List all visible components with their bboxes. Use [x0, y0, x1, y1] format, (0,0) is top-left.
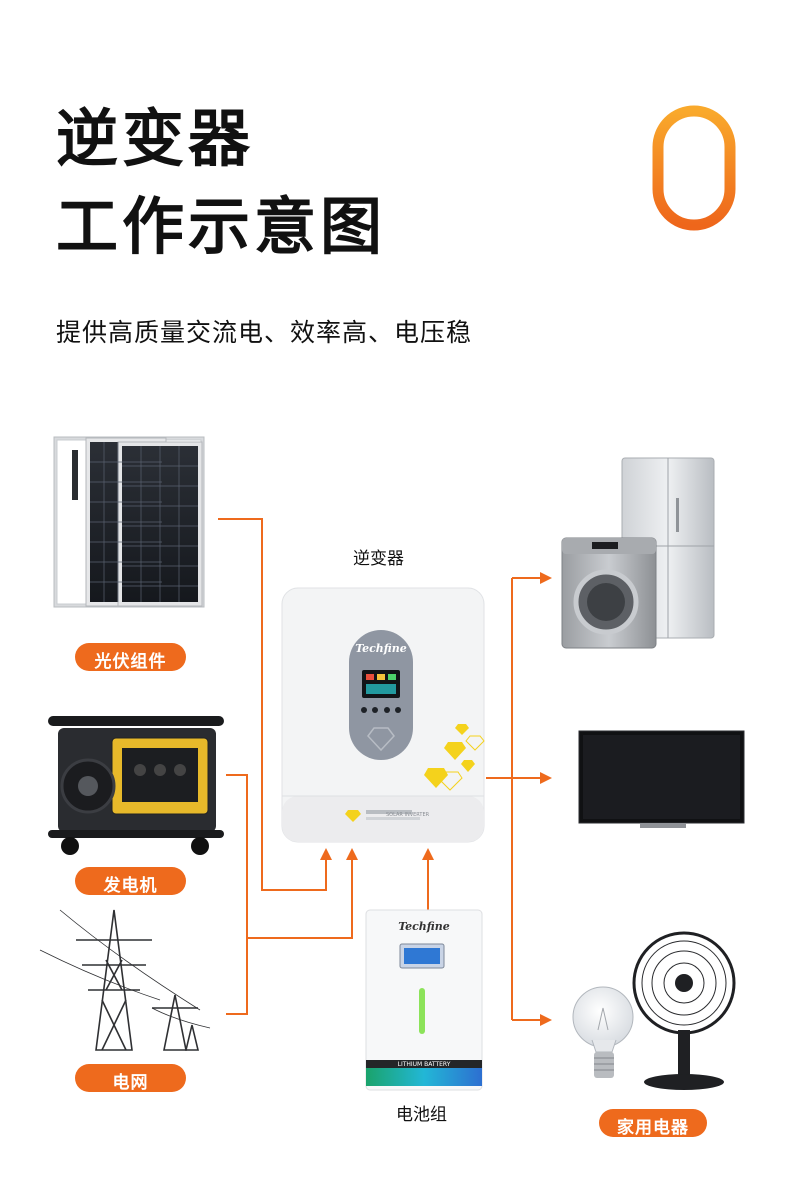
inverter-panel-text: SOLAR INVERTER	[386, 812, 430, 818]
battery-label: 电池组	[396, 1105, 447, 1125]
page-title-line-1: 逆变器	[56, 102, 255, 175]
generator-icon	[48, 716, 224, 855]
source-pill-shapes	[75, 643, 707, 1137]
page-subtitle: 提供高质量交流电、效率高、电压稳	[56, 318, 473, 347]
pill-grid-label: 电网	[112, 1073, 149, 1093]
page-title-line-2: 工作示意图	[56, 190, 387, 263]
battery-device-icon	[365, 909, 483, 1091]
pill-loads-bg	[599, 1109, 707, 1137]
solar-line	[218, 518, 327, 891]
arrow-up-battery	[422, 848, 434, 860]
electric-fan-icon	[632, 931, 736, 1090]
pill-generator-bg	[75, 867, 186, 895]
inverter-device-icon	[281, 587, 485, 843]
pill-solar-label: 光伏组件	[94, 652, 167, 672]
inverter-brand-label: Techfine	[355, 642, 407, 655]
battery-panel-text: LITHIUM BATTERY	[398, 1061, 451, 1068]
arrow-heads	[320, 572, 552, 1026]
pill-solar-bg	[75, 643, 186, 671]
solar-panel-icon	[53, 436, 205, 608]
arrow-right-tv	[540, 772, 552, 784]
television-icon	[578, 730, 745, 828]
pill-generator-label: 发电机	[103, 876, 158, 896]
grid-line	[226, 938, 248, 1015]
power-tower-icon	[39, 909, 211, 1051]
washing-machine-icon	[561, 537, 657, 649]
inverter-label: 逆变器	[353, 549, 404, 569]
pill-grid-bg	[75, 1064, 186, 1092]
arrow-right-appliances	[540, 572, 552, 584]
connection-lines	[218, 518, 540, 1021]
arrow-right-small	[540, 1014, 552, 1026]
arrow-up-generator	[346, 848, 358, 860]
arrow-up-solar	[320, 848, 332, 860]
pill-loads-label: 家用电器	[617, 1118, 689, 1138]
battery-brand-label: Techfine	[398, 920, 450, 933]
light-bulb-icon	[572, 986, 634, 1078]
zero-badge-icon	[652, 105, 736, 231]
